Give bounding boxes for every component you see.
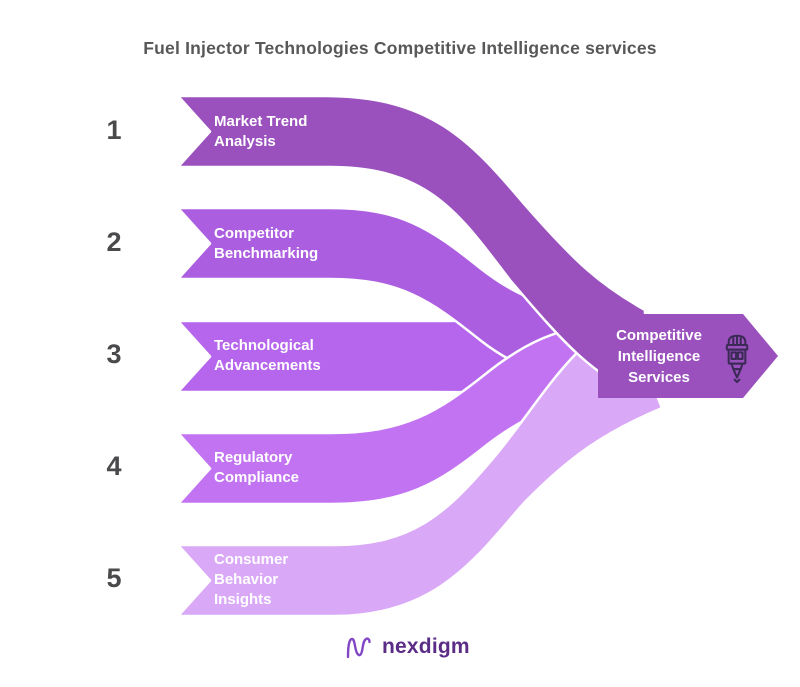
brand-footer: nexdigm [344,630,470,664]
step-2-number: 2 [106,227,122,257]
step-3-label: Technological Advancements [214,337,321,374]
result-label: Competitive Intelligence Services [616,327,702,386]
step-5-label: Consumer Behavior Insights [214,551,289,608]
step-3-number: 3 [106,339,122,369]
step-4-number: 4 [106,451,122,481]
step-1-label: Market Trend Analysis [214,113,308,150]
step-2-label: Competitor Benchmarking [214,225,319,262]
page-title: Fuel Injector Technologies Competitive I… [143,38,657,58]
result-arrow [598,314,778,398]
nexdigm-logo-mark-icon [346,637,371,659]
step-4-label: Regulatory Compliance [214,449,300,486]
step-5-number: 5 [106,563,122,593]
brand-name: nexdigm [382,635,470,658]
step-1-number: 1 [106,115,122,145]
fuel-injector-icon [725,334,749,383]
